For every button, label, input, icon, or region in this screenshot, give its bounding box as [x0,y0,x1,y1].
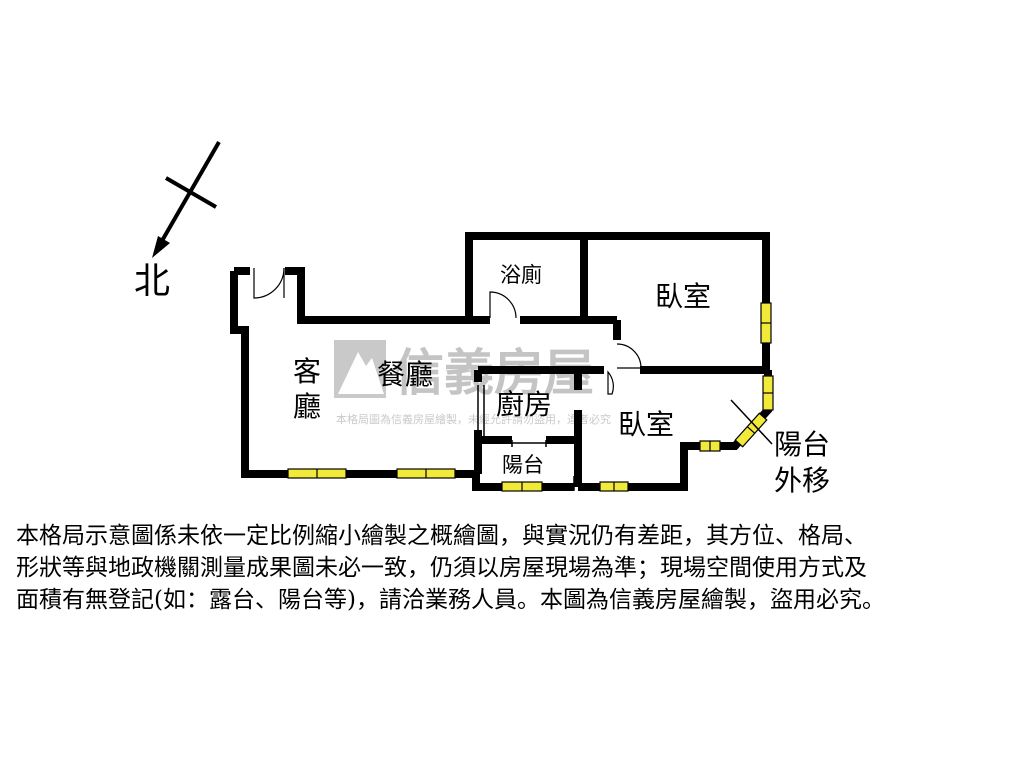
compass-label: 北 [134,261,170,302]
window-bedroom-1-east [760,302,772,344]
disclaimer: 本格局示意圖係未依一定比例縮小繪製之概繪圖，與實況仍有差距，其方位、格局、 形狀… [16,520,1012,616]
window-bedroom-2-east [762,375,774,411]
window-bedroom-2-south [599,481,629,492]
window-balcony-south [501,481,543,492]
room-label-bath: 浴廁 [500,263,542,287]
balcony-removed-mark [730,399,773,445]
watermark-note: 本格局圖為信義房屋繪製，未經允許請勿盜用，違者必究 [336,412,611,426]
room-label-dining: 餐廳 [377,358,433,391]
annotation-balcony: 陽台 [774,428,830,461]
entrance-door [253,267,285,299]
room-label-balcony: 陽台 [502,453,544,477]
bedroom-2-door [607,370,614,395]
doors [253,267,642,395]
watermark-logo [334,340,386,398]
bedroom-1-door [616,343,642,369]
windows [287,302,774,492]
disclaimer-line-1: 本格局示意圖係未依一定比例縮小繪製之概繪圖，與實況仍有差距，其方位、格局、 [16,523,867,549]
window-bedroom-2-diagonal [734,412,768,448]
disclaimer-line-2: 形狀等與地政機關測量成果圖未必一致，仍須以房屋現場為準；現場空間使用方式及 [16,555,867,581]
room-label-living-2: 廳 [293,390,321,423]
annotation-moved-out: 外移 [774,464,830,497]
disclaimer-line-3: 面積有無登記(如：露台、陽台等)，請洽業務人員。本圖為信義房屋繪製，盜用必究。 [16,587,885,613]
north-arrow [152,141,221,258]
room-label-kitchen: 廚房 [496,388,552,421]
room-label-bedroom-1: 臥室 [655,280,711,313]
window-bedroom-2-southeast [699,440,721,452]
bath-door [489,291,517,319]
watermark: 信義房屋 本格局圖為信義房屋繪製，未經允許請勿盜用，違者必究 [334,340,611,426]
room-label-living-1: 客 [293,355,321,388]
room-label-bedroom-2: 臥室 [618,408,674,441]
window-dining-south [396,468,456,479]
window-living-south [287,468,347,479]
